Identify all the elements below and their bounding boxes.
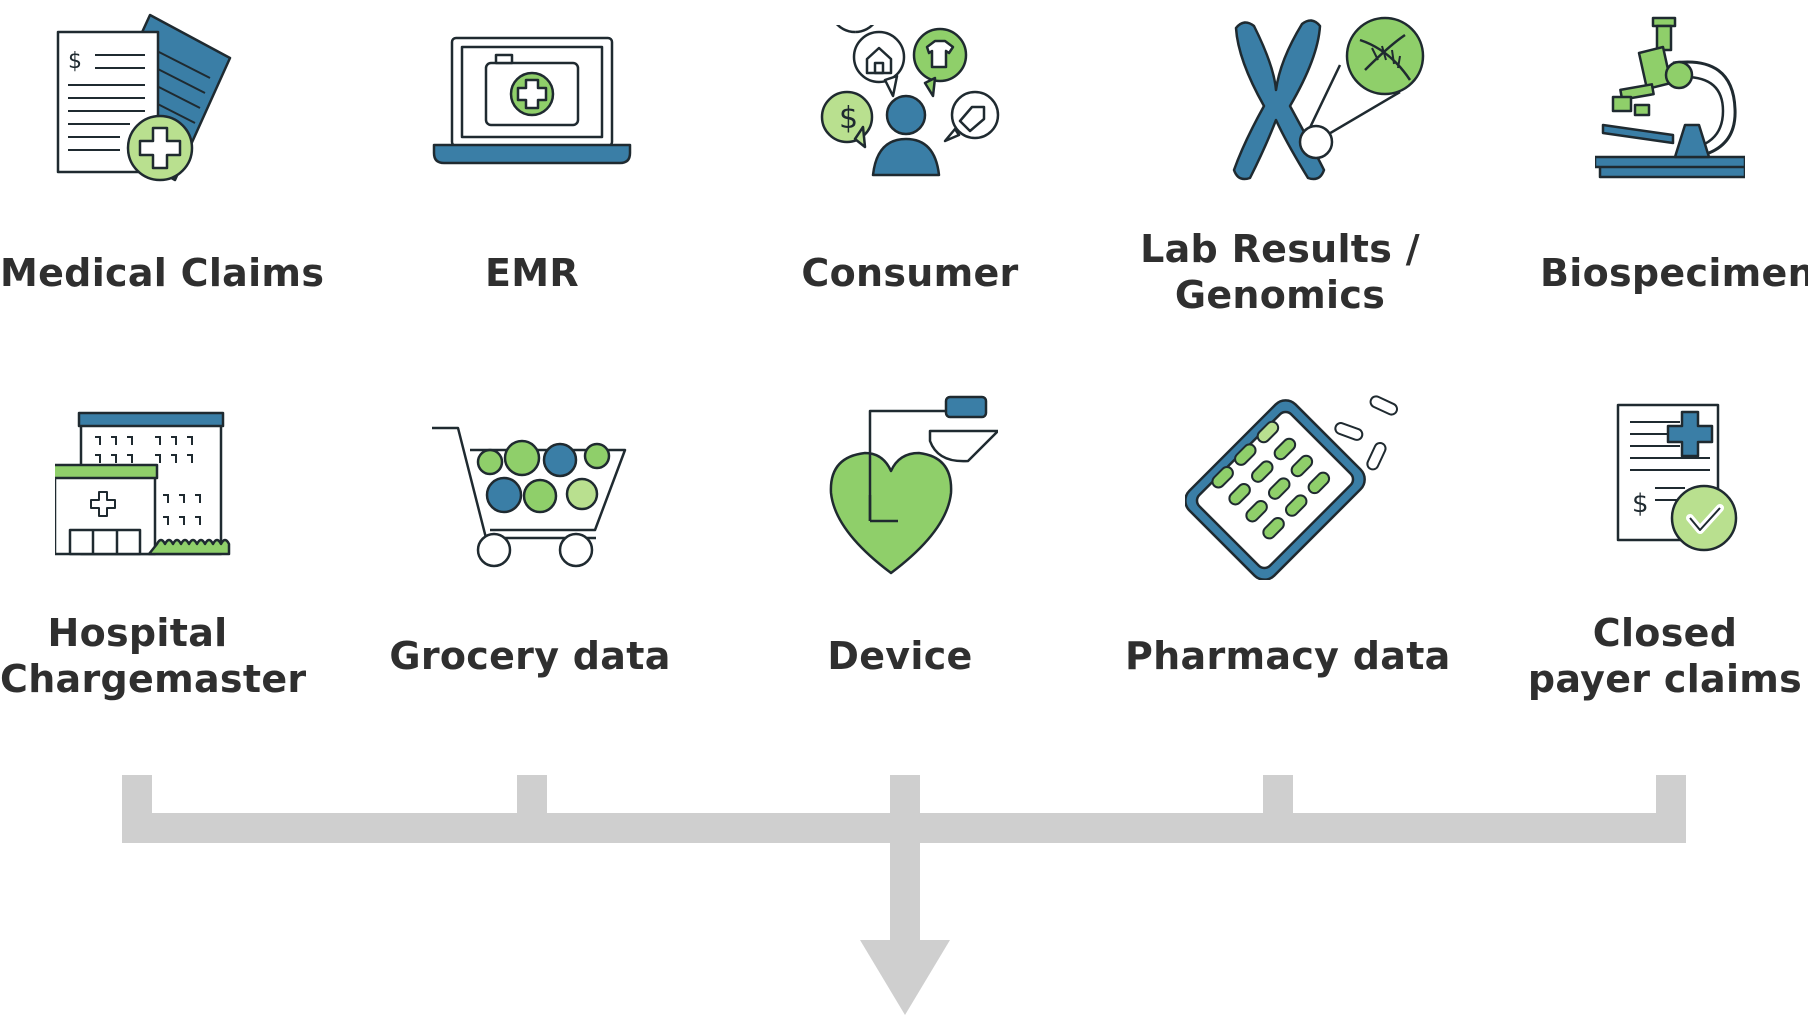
chromosome-dna-icon: [1232, 16, 1425, 181]
label-medical-claims: Medical Claims: [0, 251, 325, 295]
arrow-head: [860, 940, 950, 1015]
label-pharmacy-data: Pharmacy data: [1125, 634, 1451, 678]
label-lab-results: Lab Results /Genomics: [1140, 227, 1420, 317]
label-biospecimens: Biospecimens: [1540, 251, 1808, 295]
pill-pack-icon: [1185, 395, 1398, 580]
connector-stem: [890, 843, 920, 943]
svg-text:$: $: [1632, 489, 1649, 519]
shopping-cart-icon: [432, 426, 627, 568]
label-device: Device: [827, 634, 973, 678]
heart-device-icon: [829, 395, 998, 575]
label-emr: EMR: [485, 251, 579, 295]
microscope-icon: [1595, 16, 1745, 179]
consumer-icon: $: [820, 25, 1000, 177]
label-consumer: Consumer: [801, 251, 1019, 295]
laptop-medical-icon: [432, 36, 632, 165]
approved-claim-icon: $: [1616, 403, 1738, 552]
label-grocery-data: Grocery data: [389, 634, 671, 678]
svg-text:$: $: [839, 101, 858, 136]
connector-bar: [122, 813, 1686, 843]
hospital-icon: [55, 411, 231, 556]
svg-text:$: $: [68, 49, 82, 74]
medical-claims-icon: $: [56, 13, 232, 182]
